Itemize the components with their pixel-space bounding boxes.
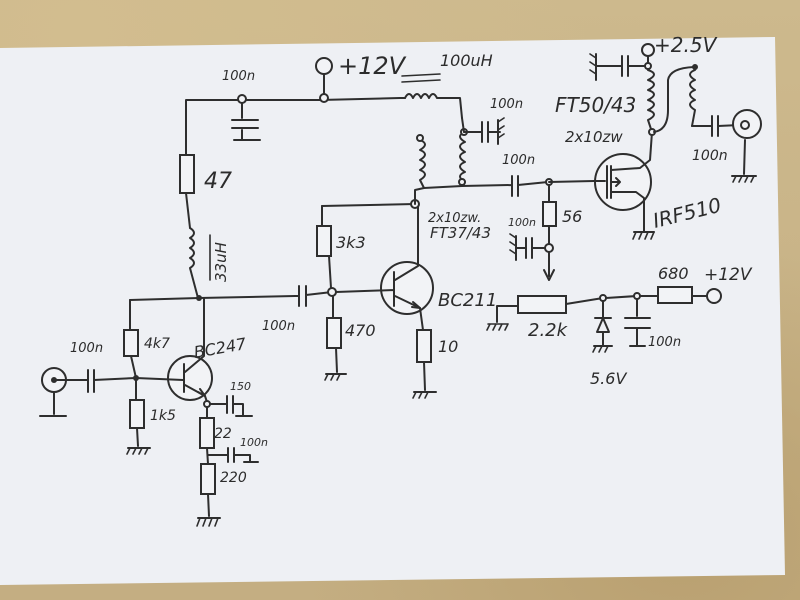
label-c-input: 100n	[70, 341, 103, 356]
label-c-emitter-2: 100n	[240, 436, 268, 449]
label-transformer-ft50-core: FT50/43	[555, 93, 636, 117]
label-c-gate: 100n	[502, 153, 535, 168]
resistor-4k7	[123, 329, 139, 357]
label-choke-100uh: 100uH	[440, 51, 493, 70]
label-c-gate-bypass: 100n	[508, 216, 536, 229]
resistor-10	[416, 329, 432, 363]
resistor-56	[542, 201, 557, 227]
label-r-10: 10	[438, 337, 458, 356]
label-r-680: 680	[658, 264, 689, 283]
resistor-680	[657, 286, 693, 304]
potentiometer-2k2[interactable]	[517, 295, 567, 314]
label-c-coupling: 100n	[262, 319, 295, 334]
label-transistor-bc211: BC211	[438, 290, 497, 311]
supply-rail-12v	[185, 57, 406, 111]
label-c-emitter-1: 150	[230, 380, 251, 393]
resistor-22	[199, 417, 215, 449]
transformer-ft50-primary	[647, 69, 655, 133]
mosfet-irf510	[593, 131, 653, 233]
label-c-output: 100n	[692, 148, 728, 164]
transformer-ft37-primary	[419, 139, 426, 189]
label-c-bypass: 100n	[490, 97, 523, 112]
zener-diode	[592, 300, 613, 353]
resistor-470	[326, 317, 342, 349]
label-r-4k7: 4k7	[144, 336, 170, 352]
label-r-470: 470	[345, 321, 376, 340]
transformer-ft50-secondary	[689, 69, 696, 127]
label-transformer-ft37-winding: 2x10zw.	[428, 211, 481, 226]
capacitor-decouple	[231, 94, 261, 141]
label-zener-5v6: 5.6V	[590, 369, 627, 388]
inductor-100uh	[404, 93, 463, 119]
resistor-1k5	[129, 399, 145, 429]
label-r-3k3: 3k3	[336, 233, 366, 252]
terminal-bias-12v[interactable]	[706, 288, 722, 304]
label-r-220: 220	[220, 470, 247, 486]
transistor-bc211	[335, 203, 434, 315]
label-r-47: 47	[204, 169, 232, 194]
label-supply-2v5: +2.5V	[654, 33, 718, 57]
label-r-56: 56	[562, 207, 582, 226]
resistor-220	[200, 463, 216, 495]
transformer-ft37-secondary	[459, 131, 466, 183]
label-supply-12v: +12V	[338, 52, 407, 80]
transistor-bc247	[135, 297, 213, 401]
resistor-47	[179, 154, 195, 194]
label-r-22: 22	[214, 426, 232, 442]
resistor-3k3	[316, 225, 332, 257]
terminal-2v5[interactable]	[641, 43, 655, 57]
label-transformer-ft50-winding: 2x10zw	[565, 128, 623, 146]
label-inductor-33uh: 33uH	[212, 242, 230, 282]
label-r-1k5: 1k5	[150, 408, 176, 424]
paper	[0, 37, 785, 585]
label-supply-bias-12v: +12V	[704, 265, 753, 285]
label-pot-2k2: 2.2k	[528, 320, 569, 341]
label-transformer-ft37-core: FT37/43	[430, 224, 491, 242]
label-c-filter: 100n	[648, 335, 681, 350]
terminal-12v[interactable]	[315, 57, 333, 75]
inductor-33uh	[189, 227, 199, 299]
label-c-decouple: 100n	[222, 69, 255, 84]
